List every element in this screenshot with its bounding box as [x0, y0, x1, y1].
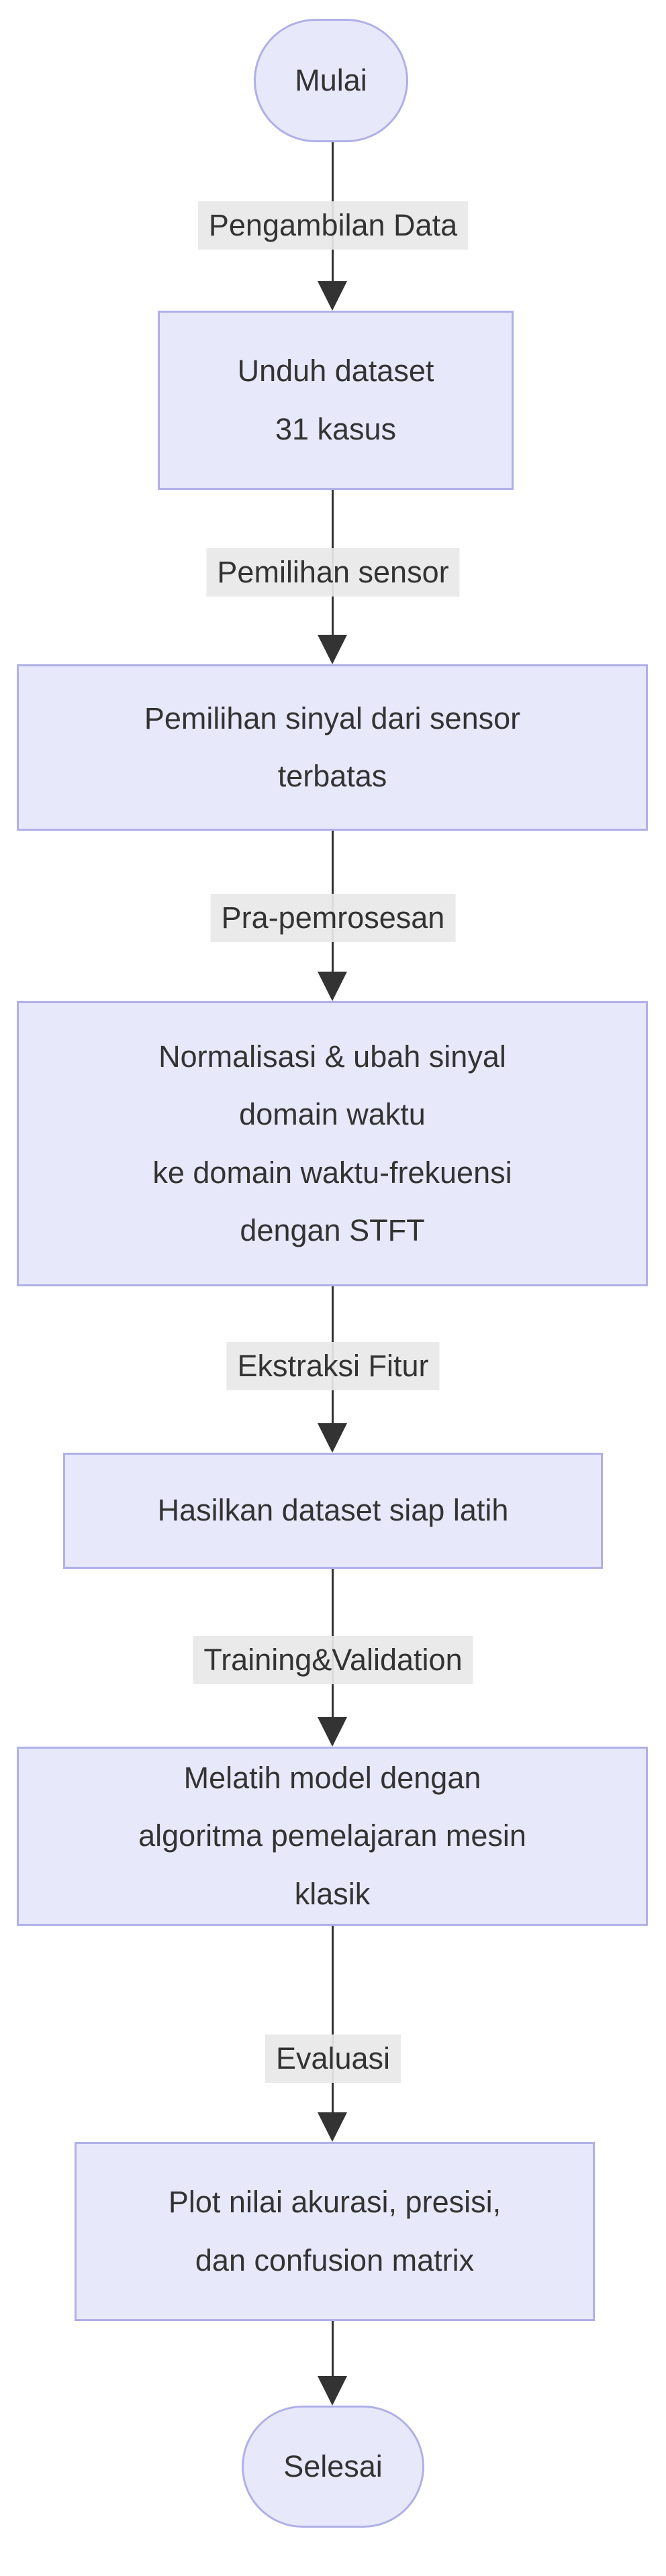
- process-box-line: 31 kasus: [275, 411, 397, 446]
- process-box-line: Unduh dataset: [237, 354, 434, 389]
- edge-label-pra-pemrosesan: Pra-pemrosesan: [210, 894, 456, 942]
- process-box-line: algoritma pemelajaran mesin: [138, 1818, 526, 1853]
- process-box-line: Pemilihan sinyal dari sensor: [144, 701, 521, 735]
- start-node-label: Mulai: [295, 63, 367, 97]
- process-box-pemilihan-sinyal: Pemilihan sinyal dari sensor terbatas: [17, 664, 648, 831]
- edge-label-pengambilan-data: Pengambilan Data: [197, 201, 469, 250]
- process-box-unduh-dataset: Unduh dataset 31 kasus: [158, 311, 514, 490]
- edge-label-training-validation: Training&Validation: [193, 1636, 473, 1684]
- process-box-line: klasik: [294, 1876, 371, 1911]
- end-node-label: Selesai: [283, 2449, 383, 2483]
- process-box-dataset-siap-latih: Hasilkan dataset siap latih: [63, 1453, 603, 1569]
- arrowhead-down-icon: [318, 635, 347, 664]
- process-box-line: Plot nilai akurasi, presisi,: [168, 2185, 502, 2220]
- process-box-line: Melatih model dengan: [183, 1760, 481, 1795]
- process-box-pra-pemrosesan: Normalisasi & ubah sinyal domain waktu k…: [17, 1001, 648, 1286]
- process-box-line: Hasilkan dataset siap latih: [157, 1493, 509, 1528]
- process-box-line: Normalisasi & ubah sinyal: [158, 1039, 506, 1074]
- process-box-line: terbatas: [277, 759, 387, 793]
- edge-label-evaluasi: Evaluasi: [265, 2034, 401, 2083]
- arrowhead-down-icon: [318, 281, 347, 311]
- arrowhead-down-icon: [318, 972, 347, 1001]
- arrowhead-down-icon: [318, 2376, 347, 2406]
- edge-label-ekstraksi-fitur: Ekstraksi Fitur: [226, 1342, 440, 1390]
- process-box-melatih-model: Melatih model dengan algoritma pemelajar…: [17, 1747, 648, 1926]
- start-node: Mulai: [254, 19, 408, 142]
- flow-line: [332, 1926, 334, 2115]
- arrowhead-down-icon: [318, 1717, 347, 1747]
- process-box-plot-evaluasi: Plot nilai akurasi, presisi, dan confusi…: [75, 2142, 595, 2321]
- arrowhead-down-icon: [318, 2112, 347, 2142]
- process-box-line: dengan STFT: [240, 1213, 425, 1247]
- flow-line: [332, 2321, 334, 2377]
- process-box-line: dan confusion matrix: [195, 2243, 475, 2277]
- edge-label-pemilihan-sensor: Pemilihan sensor: [206, 548, 460, 597]
- end-node: Selesai: [242, 2406, 424, 2528]
- arrowhead-down-icon: [318, 1423, 347, 1453]
- process-box-line: ke domain waktu-frekuensi: [152, 1155, 512, 1190]
- process-box-line: domain waktu: [239, 1097, 426, 1132]
